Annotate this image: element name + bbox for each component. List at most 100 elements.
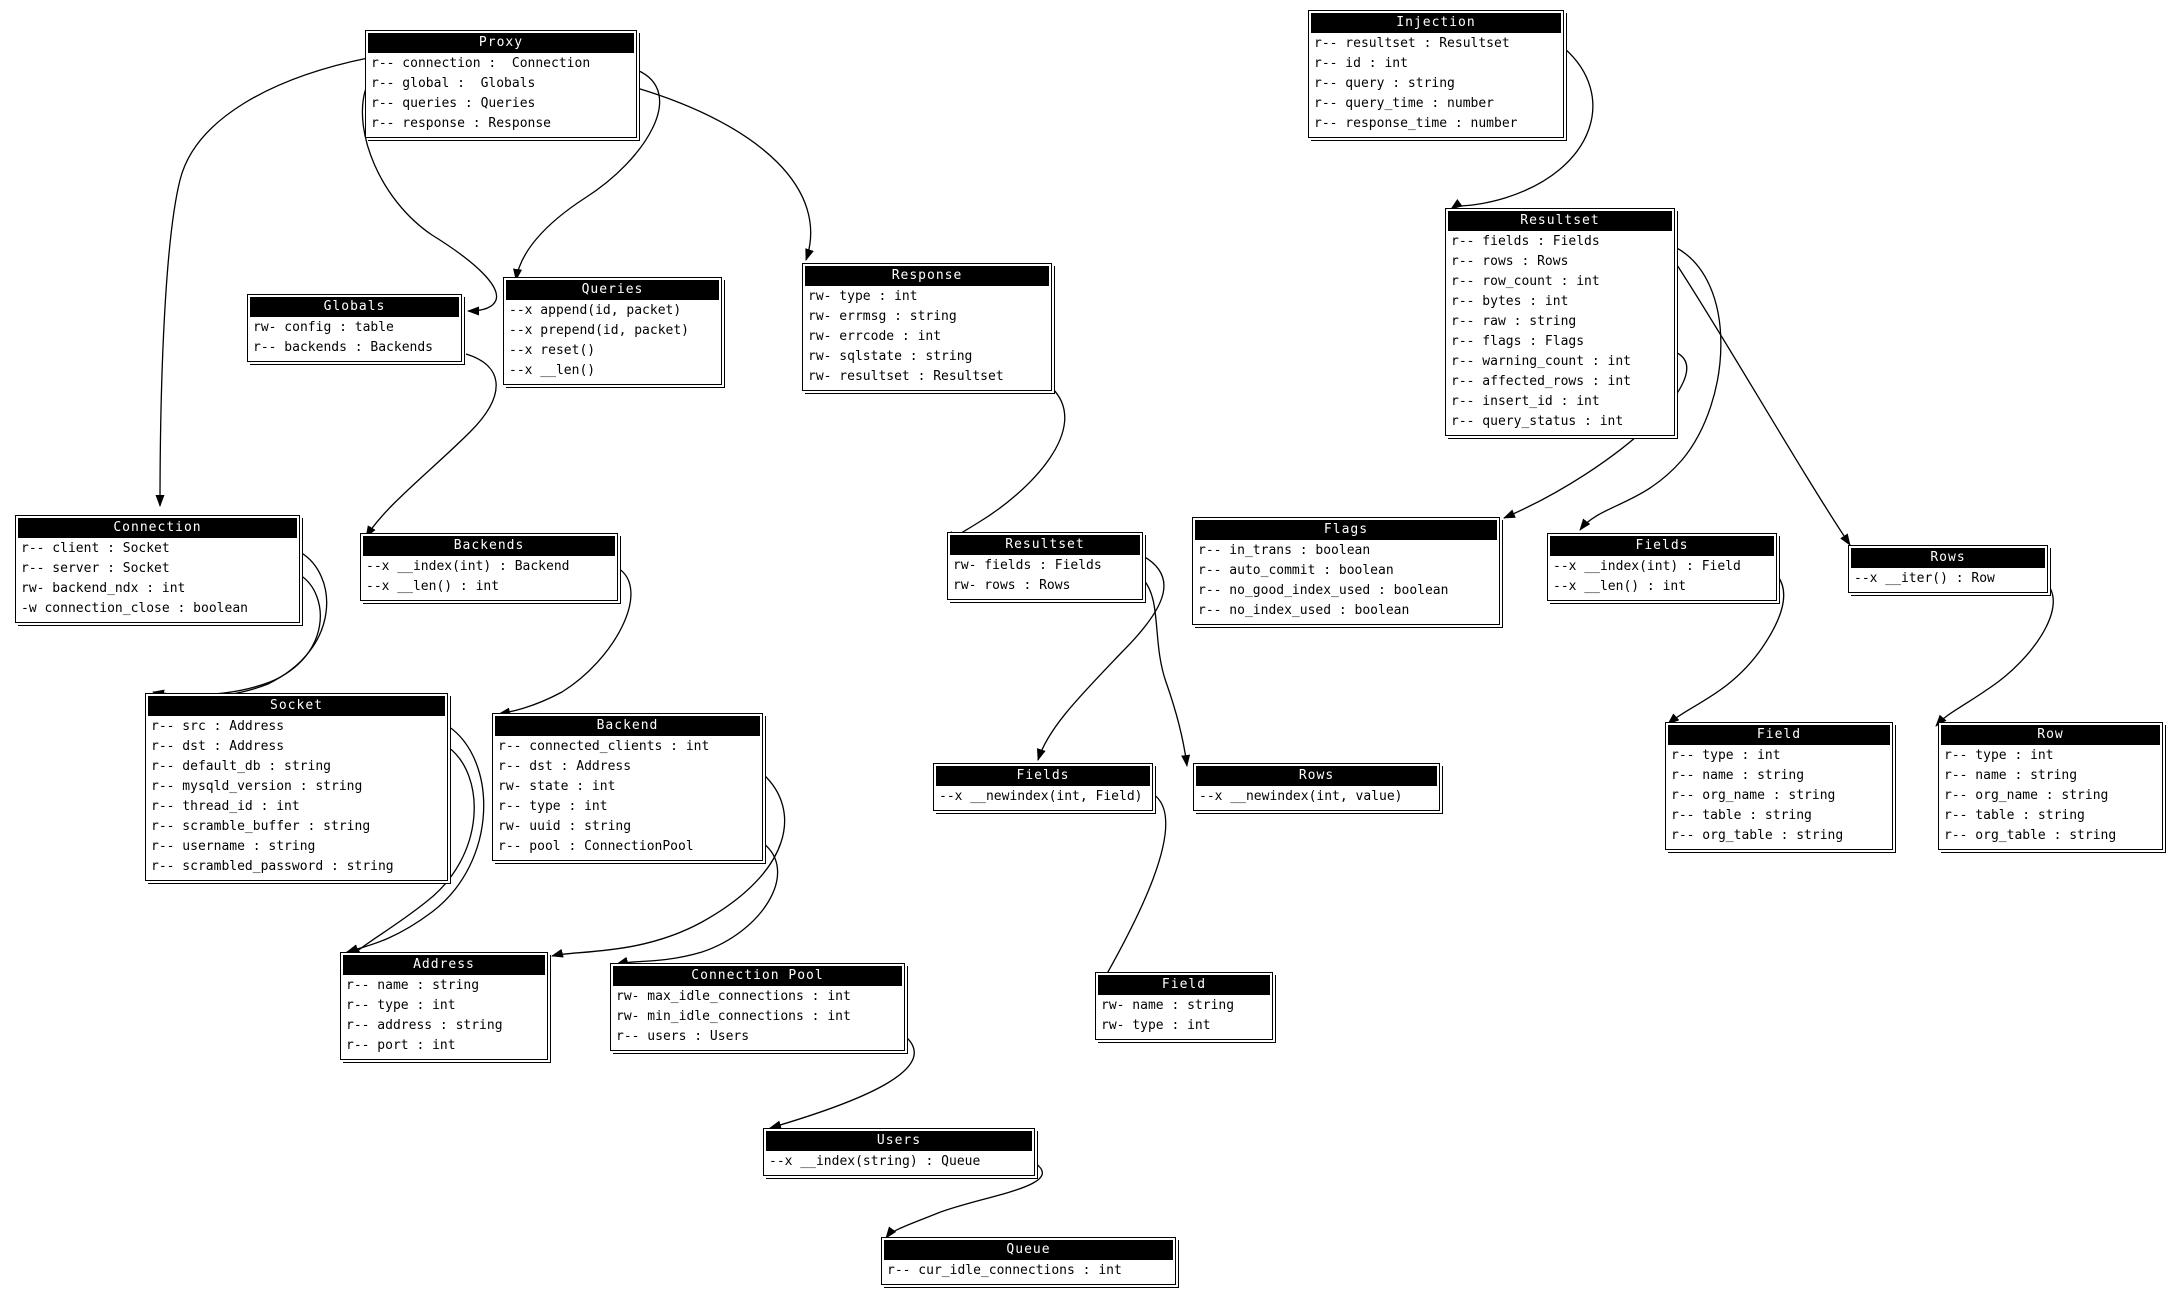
class-title: Injection (1311, 13, 1561, 33)
class-member: --x __len() : int (1553, 579, 1687, 594)
class-title: Rows (1851, 548, 2045, 568)
class-member: r-- id : int (1314, 56, 1408, 71)
class-title: Queue (884, 1240, 1173, 1260)
class-title: Socket (148, 696, 445, 716)
class-member: r-- name : string (1944, 768, 2078, 783)
edge-fields_idx-to-field_big (1667, 569, 1785, 725)
class-member: rw- type : int (1101, 1018, 1211, 1033)
edge-proxy-to-response (636, 87, 814, 261)
class-member: r-- warning_count : int (1451, 354, 1632, 369)
class-member: --x __newindex(int, value) (1199, 789, 1403, 804)
class-member: rw- rows : Rows (953, 578, 1071, 593)
class-member: r-- table : string (1944, 808, 2085, 823)
class-member: r-- mysqld_version : string (151, 779, 363, 794)
class-members: r-- cur_idle_connections : int (882, 1261, 1175, 1281)
class-member: rw- config : table (253, 320, 394, 335)
class-member: r-- response : Response (371, 116, 552, 131)
class-title: Row (1941, 725, 2160, 745)
edge-backends-to-backend (498, 567, 632, 717)
class-title: Resultset (1448, 211, 1672, 231)
class-member: rw- errcode : int (808, 329, 942, 344)
class-member: r-- fields : Fields (1451, 234, 1600, 249)
class-member: r-- name : string (346, 978, 480, 993)
edge-resultset_small-to-fields_new (1036, 555, 1165, 761)
class-member: r-- org_table : string (1671, 828, 1844, 843)
class-members: --x __iter() : Row (1849, 569, 2047, 589)
class-member: rw- name : string (1101, 998, 1235, 1013)
class-title: Connection (18, 518, 297, 538)
class-member: r-- org_name : string (1944, 788, 2109, 803)
class-members: --x __index(int) : Backend--x __len() : … (361, 557, 617, 597)
class-box-fields_idx: Fields --x __index(int) : Field--x __len… (1547, 533, 1777, 601)
edge-resultset_main-to-fields_idx (1579, 246, 1722, 531)
class-members: rw- name : string rw- type : int (1096, 996, 1272, 1036)
class-box-fields_new: Fields --x __newindex(int, Field) (933, 763, 1153, 811)
class-title: Proxy (368, 33, 634, 53)
class-member: --x append(id, packet) (509, 303, 682, 318)
class-member: --x __index(string) : Queue (769, 1154, 981, 1169)
class-title: Fields (1550, 536, 1774, 556)
class-title: Queries (506, 280, 719, 300)
class-member: rw- max_idle_connections : int (616, 989, 851, 1004)
class-title: Backends (363, 536, 615, 556)
class-member: rw- errmsg : string (808, 309, 957, 324)
class-box-connection_pool: Connection Pool rw- max_idle_connections… (610, 963, 905, 1051)
class-member: r-- org_name : string (1671, 788, 1836, 803)
class-members: --x __index(string) : Queue (764, 1152, 1034, 1172)
class-member: --x __index(int) : Backend (366, 559, 570, 574)
edge-globals-to-backends (365, 353, 497, 538)
edge-socket-to-address (346, 725, 485, 953)
class-member: r-- no_good_index_used : boolean (1198, 583, 1449, 598)
class-member: r-- query_status : int (1451, 414, 1624, 429)
class-title: Response (805, 266, 1049, 286)
edge-socket-to-address (349, 746, 475, 958)
class-member: r-- dst : Address (151, 739, 285, 754)
class-member: r-- flags : Flags (1451, 334, 1585, 349)
class-members: r-- src : Address r-- dst : Address r-- de… (146, 717, 447, 877)
class-box-queries: Queries --x append(id, packet)--x prepen… (503, 277, 722, 385)
class-member: r-- src : Address (151, 719, 285, 734)
edge-backend-to-address (551, 773, 786, 958)
class-member: --x reset() (509, 343, 596, 358)
class-member: rw- backend_ndx : int (21, 581, 186, 596)
class-member: -w connection_close : boolean (21, 601, 248, 616)
class-member: r-- thread_id : int (151, 799, 300, 814)
class-box-users: Users --x __index(string) : Queue (763, 1128, 1035, 1176)
class-member: rw- resultset : Resultset (808, 369, 1004, 384)
class-box-rows_new: Rows --x __newindex(int, value) (1193, 763, 1440, 811)
class-title: Connection Pool (613, 966, 902, 986)
class-member: r-- default_db : string (151, 759, 332, 774)
class-member: r-- name : string (1671, 768, 1805, 783)
class-member: r-- rows : Rows (1451, 254, 1569, 269)
class-title: Flags (1195, 520, 1497, 540)
class-members: --x __index(int) : Field--x __len() : in… (1548, 557, 1776, 597)
class-title: Fields (936, 766, 1150, 786)
class-box-rows_iter: Rows --x __iter() : Row (1848, 545, 2048, 593)
class-title: Users (766, 1131, 1032, 1151)
class-member: r-- username : string (151, 839, 316, 854)
class-member: r-- users : Users (616, 1029, 750, 1044)
edge-resultset_main-to-rows_iter (1674, 261, 1851, 546)
edge-proxy-to-connection (155, 57, 369, 507)
class-member: --x __newindex(int, Field) (939, 789, 1143, 804)
class-member: --x __len() (509, 363, 596, 378)
class-member: r-- table : string (1671, 808, 1812, 823)
class-member: r-- affected_rows : int (1451, 374, 1632, 389)
